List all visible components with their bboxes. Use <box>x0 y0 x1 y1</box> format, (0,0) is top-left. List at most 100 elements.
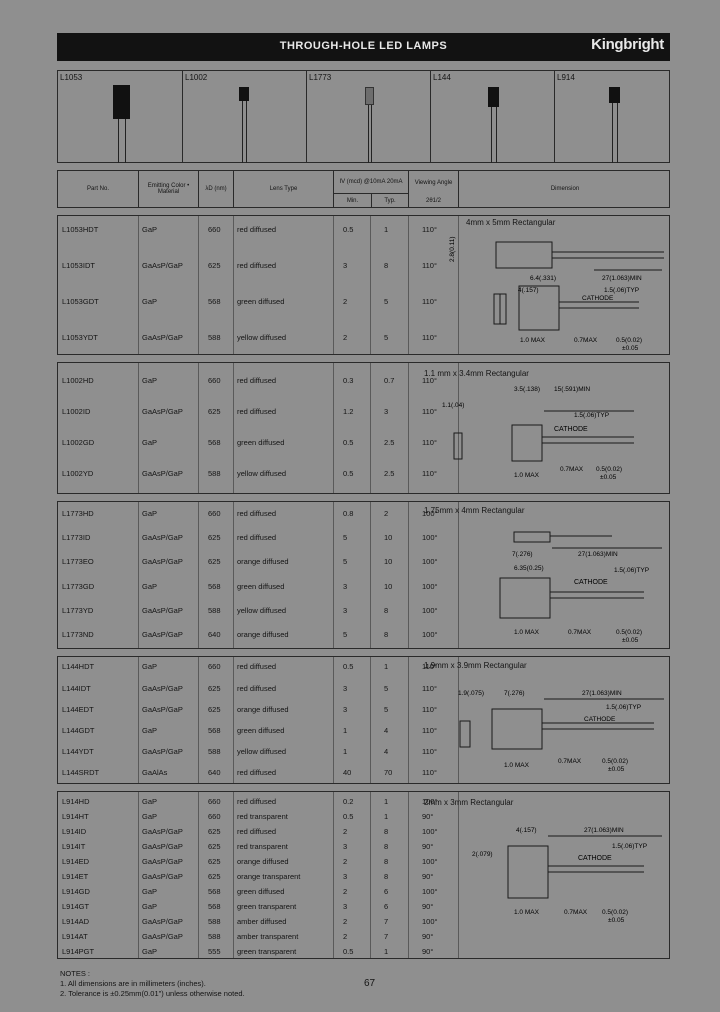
dim-label: 6.35(0.25) <box>514 565 544 572</box>
dim-label: 1.5(.06)TYP <box>604 287 639 294</box>
dim-label: 1.5(.06)TYP <box>614 567 649 574</box>
dim-label: 1.0 MAX <box>504 762 530 769</box>
dim-label: 27(1.063)MIN <box>602 275 642 282</box>
dim-label: 0.7MAX <box>560 466 584 473</box>
dimension-title: 4mm x 5mm Rectangular <box>466 218 556 227</box>
dim-label: 1.5(.06)TYP <box>612 843 647 850</box>
dim-label: 0.5(0.02) <box>602 758 628 765</box>
dim-label: ±0.05 <box>608 766 625 773</box>
dim-label: 1.0 MAX <box>520 337 546 344</box>
dim-label: 0.7MAX <box>564 909 588 916</box>
dimension-title: 2mm x 3mm Rectangular <box>424 798 514 807</box>
page-header: THROUGH-HOLE LED LAMPS Kingbright <box>57 33 670 61</box>
lead-icon <box>368 105 369 163</box>
dim-label: 1.5(.06)TYP <box>574 412 609 419</box>
dim-label: CATHODE <box>582 295 614 302</box>
lead-icon <box>371 105 372 163</box>
page-title: THROUGH-HOLE LED LAMPS <box>279 40 448 52</box>
col-emitting: Emitting Color • Material <box>138 171 198 207</box>
dim-label: CATHODE <box>554 426 588 433</box>
lead-icon <box>491 107 492 163</box>
angle-sub: 2θ1/2 <box>425 198 441 204</box>
dim-label: 0.5(0.02) <box>602 909 628 916</box>
dimension-diagram: 3.5(.138) 15(.591)MIN 1.1(.04) 1.5(.06)T… <box>442 386 634 481</box>
lead-icon <box>118 119 119 163</box>
dimension-diagram: 7(.276) 27(1.063)MIN 6.35(0.25) 1.5(.06)… <box>499 531 662 644</box>
dim-label: 2.8(0.11) <box>449 236 456 262</box>
image-cell-l1002: L1002 <box>182 71 306 163</box>
lead-icon <box>617 103 618 163</box>
image-label: L1773 <box>309 73 332 82</box>
lead-icon <box>242 101 243 163</box>
brand-logo: Kingbright <box>591 36 664 53</box>
dim-label: 7(.276) <box>504 690 525 697</box>
note-item: 2. Tolerance is ±0.25mm(0.01") unless ot… <box>60 989 245 998</box>
dim-label: ±0.05 <box>622 637 639 644</box>
dim-label: ±0.05 <box>600 474 617 481</box>
image-cell-l1773: L1773 <box>306 71 430 163</box>
dim-label: 1.0 MAX <box>514 629 540 636</box>
col-iv: IV (mcd) @10mA 20mA Min. Typ. <box>333 171 408 208</box>
lead-icon <box>496 107 497 163</box>
col-lens: Lens Type <box>233 171 333 207</box>
image-cell-l144: L144 <box>430 71 554 163</box>
dim-label: 1.1(.04) <box>442 402 464 409</box>
lead-icon <box>125 119 126 163</box>
dimension-title: 1.75mm x 4mm Rectangular <box>424 506 525 515</box>
image-label: L914 <box>557 73 575 82</box>
dimension-diagram: 4(.157) 27(1.063)MIN 2(.079) 1.5(.06)TYP… <box>472 827 662 924</box>
dim-label: 0.7MAX <box>558 758 582 765</box>
image-label: L1053 <box>60 73 83 82</box>
dim-label: 4(.157) <box>516 827 537 834</box>
notes-title: NOTES : <box>60 969 91 978</box>
dim-label: 1.0 MAX <box>514 909 540 916</box>
col-wavelength: λD (nm) <box>198 171 233 207</box>
dim-label: 0.7MAX <box>568 629 592 636</box>
lamp-icon <box>239 87 249 101</box>
dim-label: 6.4(.331) <box>530 275 556 282</box>
dim-label: 0.5(0.02) <box>616 337 642 344</box>
dim-label: 15(.591)MIN <box>554 386 590 393</box>
image-cell-l914: L914 <box>554 71 671 163</box>
dimension-diagram: 2.8(0.11) 6.4(.331) 27(1.063)MIN 4(.157)… <box>449 236 664 352</box>
dim-label: 0.7MAX <box>574 337 598 344</box>
dim-label: 1.5(.06)TYP <box>606 704 641 711</box>
dim-label: 0.5(0.02) <box>616 629 642 636</box>
dim-label: 1.0 MAX <box>514 472 540 479</box>
dim-label: 1.9(.075) <box>458 690 484 697</box>
note-item: 1. All dimensions are in millimeters (in… <box>60 979 206 988</box>
table-header: Part No. Emitting Color • Material λD (n… <box>57 170 670 208</box>
iv-typ: Typ. <box>371 194 408 208</box>
lamp-icon <box>609 87 620 103</box>
col-angle: Viewing Angle 2θ1/2 <box>408 171 458 207</box>
lead-icon <box>246 101 247 163</box>
angle-label: Viewing Angle <box>414 179 453 186</box>
image-label: L1002 <box>185 73 208 82</box>
dim-label: 27(1.063)MIN <box>584 827 624 834</box>
dim-label: CATHODE <box>574 579 608 586</box>
iv-min: Min. <box>346 198 359 204</box>
dim-label: 4(.157) <box>518 287 539 294</box>
image-cell-l1053: L1053 <box>58 71 182 163</box>
lamp-icon <box>113 85 130 119</box>
lead-icon <box>612 103 613 163</box>
lamp-icon <box>365 87 374 105</box>
dim-label: 3.5(.138) <box>514 386 540 393</box>
dim-label: 2(.079) <box>472 851 493 858</box>
dimension-title: 1.1 mm x 3.4mm Rectangular <box>424 369 529 378</box>
notes: NOTES : 1. All dimensions are in millime… <box>60 969 245 999</box>
dim-label: 27(1.063)MIN <box>578 551 618 558</box>
col-dimension: Dimension <box>458 171 671 207</box>
dimension-title: 1.9mm x 3.9mm Rectangular <box>424 661 527 670</box>
dim-label: 27(1.063)MIN <box>582 690 622 697</box>
product-images: L1053 L1002 L1773 L144 L914 <box>57 70 670 163</box>
dim-label: 0.5(0.02) <box>596 466 622 473</box>
dim-label: 7(.276) <box>512 551 533 558</box>
lamp-icon <box>488 87 499 107</box>
dim-label: ±0.05 <box>622 345 639 352</box>
